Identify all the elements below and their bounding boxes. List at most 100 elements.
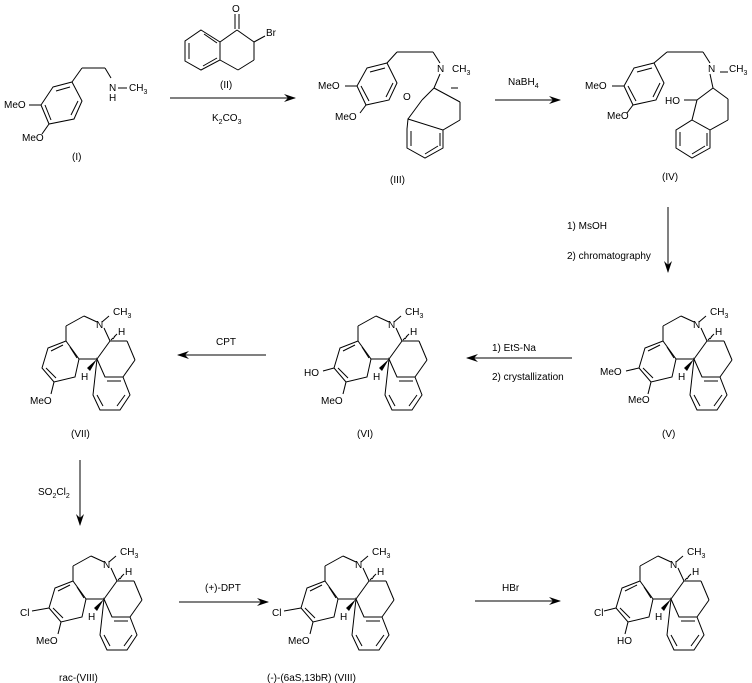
compound-VI-group-2: N — [388, 320, 395, 331]
reaction-arrow-step1: (II) K2CO3 — [170, 80, 296, 126]
step5-reagent-above: CPT — [216, 337, 236, 348]
step1-reagent-below: K2CO3 — [212, 113, 242, 126]
compound-VII-group-1: N — [96, 320, 103, 331]
compound-VIII-group-3: CH3 — [372, 547, 390, 560]
compound-III-group-1: MeO — [335, 112, 357, 123]
hash-bond — [110, 333, 118, 341]
step2-reagent-above: NaBH4 — [508, 77, 539, 90]
compound-rac-VIII-group-1: MeO — [36, 636, 58, 647]
compound-IV: MeO MeO HO N CH3 (IV) — [585, 51, 747, 183]
compound-final-group-2: N — [670, 560, 677, 571]
reaction-arrow-step5: CPT — [177, 337, 266, 359]
compound-VIII-group-0: Cl — [272, 608, 281, 619]
compound-VI-group-1: MeO — [321, 396, 343, 407]
compound-III-group-3: N — [437, 64, 444, 75]
compound-final-group-4: H — [692, 567, 699, 578]
compound-rac-VIII-group-5: H — [88, 612, 95, 623]
step4-reagent-below: 2) crystallization — [492, 372, 564, 383]
hash-bond — [707, 333, 715, 341]
reaction-arrow-step3: 1) MsOH 2) chromatography — [567, 207, 672, 273]
compound-VII-group-2: CH3 — [113, 307, 131, 320]
wedge-bond — [87, 359, 97, 371]
compound-rac-VIII: Cl MeO N CH3 H H rac-(VIII) — [20, 547, 143, 683]
reaction-arrow-step2: NaBH4 — [495, 77, 561, 104]
step8-reagent-above: HBr — [502, 583, 520, 594]
compound-V-group-5: H — [678, 372, 685, 383]
reaction-arrow-step8: HBr — [475, 583, 561, 605]
wedge-bond — [94, 599, 104, 611]
compound-VII-label: (VII) — [71, 429, 90, 440]
compound-II: O Br — [184, 4, 277, 71]
compound-I: MeO MeO N H CH3 (I) — [4, 67, 147, 163]
compound-III-group-0: MeO — [318, 81, 340, 92]
compound-VI-group-3: CH3 — [405, 307, 423, 320]
compound-III-label: (III) — [390, 175, 405, 186]
compound-IV-bonds — [612, 51, 729, 159]
step1-reagent-above: (II) — [220, 80, 232, 91]
compound-V-group-3: CH3 — [710, 307, 728, 320]
compound-final-group-0: Cl — [594, 608, 603, 619]
compound-VII-group-0: MeO — [30, 396, 52, 407]
wedge-bond — [379, 359, 389, 371]
compound-III: MeO MeO O N CH3 (III) — [318, 51, 470, 186]
compound-V-bonds — [625, 315, 733, 411]
compound-IV-group-3: N — [708, 64, 715, 75]
compound-VIII-group-2: N — [355, 560, 362, 571]
compound-VIII-bonds — [283, 555, 395, 651]
compound-IV-group-1: MeO — [607, 111, 629, 122]
compound-III-group-4: CH3 — [452, 64, 470, 77]
compound-VIII-group-4: H — [377, 567, 384, 578]
compound-rac-VIII-group-2: N — [103, 560, 110, 571]
compound-V-label: (V) — [662, 429, 675, 440]
compound-rac-VIII-group-4: H — [125, 567, 132, 578]
reaction-arrow-step7: (+)-DPT — [179, 583, 269, 606]
hash-bond — [684, 573, 692, 581]
compound-final-group-3: CH3 — [687, 547, 705, 560]
compound-VI-group-4: H — [410, 327, 417, 338]
compound-IV-group-0: MeO — [585, 81, 607, 92]
compound-rac-VIII-label: rac-(VIII) — [59, 673, 98, 683]
hash-bond — [117, 573, 125, 581]
compound-VIII: Cl MeO N CH3 H H (-)-(6aS,13bR) (VIII) — [267, 547, 395, 683]
compound-VII-group-3: H — [118, 327, 125, 338]
compound-I-group-0: MeO — [4, 100, 26, 111]
compound-VII: MeO N CH3 H H (VII) — [30, 307, 136, 440]
step3-reagent-line-1: 1) MsOH — [567, 221, 607, 232]
compound-VI-bonds — [322, 315, 428, 411]
step4-reagent-above: 1) EtS-Na — [492, 343, 536, 354]
compound-VI-group-0: HO — [304, 368, 319, 379]
compound-I-bonds — [29, 67, 127, 135]
hash-bond — [369, 573, 377, 581]
wedge-bond — [684, 359, 694, 371]
compound-II-bonds — [184, 14, 266, 71]
reaction-arrow-step6: SO2Cl2 — [38, 460, 84, 526]
hash-bond — [402, 333, 410, 341]
compound-final: Cl HO N CH3 H H — [594, 547, 710, 651]
compound-I-label: (I) — [72, 152, 81, 163]
compound-rac-VIII-group-0: Cl — [20, 608, 29, 619]
compound-III-bonds — [345, 51, 461, 159]
compound-I-group-3: H — [109, 93, 116, 104]
compound-III-group-2: O — [403, 92, 411, 103]
compound-IV-group-4: CH3 — [729, 64, 747, 77]
compound-final-group-1: HO — [617, 636, 632, 647]
compound-VII-bonds — [41, 315, 136, 411]
compound-rac-VIII-group-3: CH3 — [120, 547, 138, 560]
compound-final-group-5: H — [655, 612, 662, 623]
compound-V-group-1: MeO — [628, 395, 650, 406]
compound-IV-group-2: HO — [665, 96, 680, 107]
compound-VI: HO MeO N CH3 H H (VI) — [304, 307, 428, 440]
step6-reagent: SO2Cl2 — [38, 487, 70, 500]
compound-VIII-label: (-)-(6aS,13bR) (VIII) — [267, 673, 356, 683]
compound-final-bonds — [603, 555, 710, 651]
compound-V-group-0: MeO — [600, 367, 622, 378]
step7-reagent-above: (+)-DPT — [205, 583, 241, 594]
wedge-bond — [346, 599, 356, 611]
compound-VIII-group-5: H — [340, 612, 347, 623]
compound-I-group-4: CH3 — [129, 83, 147, 96]
compound-I-group-1: MeO — [22, 133, 44, 144]
compound-VIII-group-1: MeO — [288, 636, 310, 647]
compound-V-group-2: N — [693, 320, 700, 331]
compound-rac-VIII-bonds — [31, 555, 143, 651]
